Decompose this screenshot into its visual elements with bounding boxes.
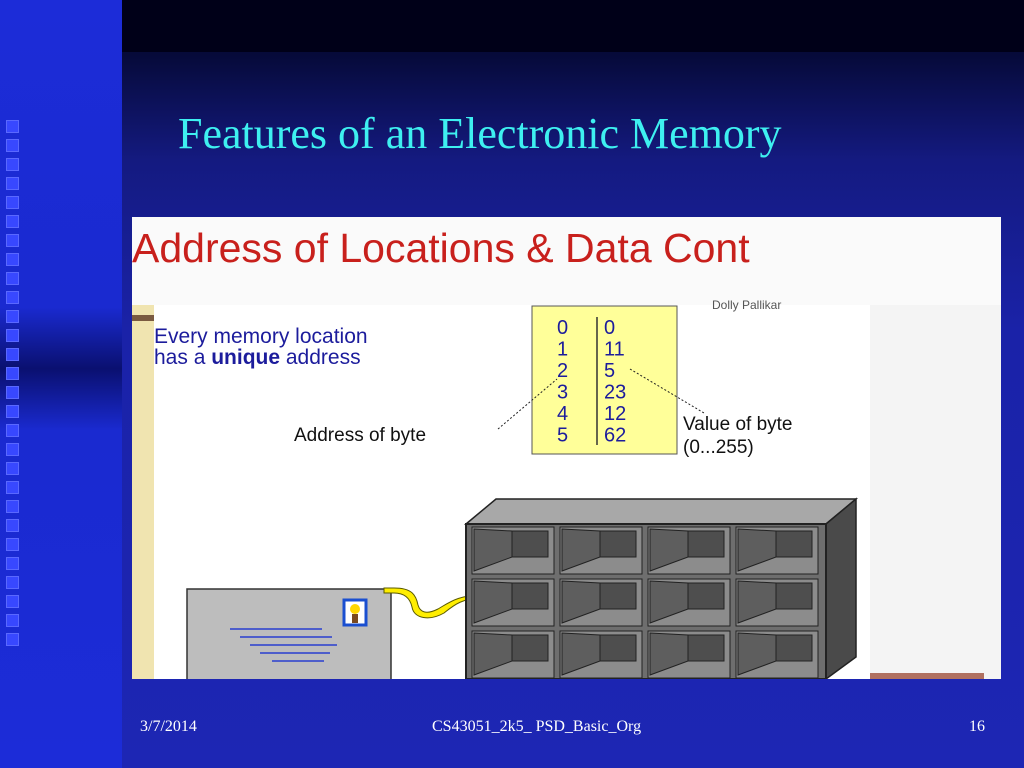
pigeon-hole-side [649,528,689,572]
decor-square [6,120,19,133]
pigeon-hole-back [599,582,637,610]
table-address: 5 [557,425,568,447]
decor-square [6,443,19,456]
decor-square [6,386,19,399]
pigeon-hole-side [561,580,601,624]
pigeon-hole-side [561,528,601,572]
figure-drawing: Dolly Pallikar Every memory location has… [132,298,1001,679]
pigeon-hole-side [649,580,689,624]
table-value: 11 [604,339,625,361]
decor-square [6,329,19,342]
table-address: 2 [557,360,568,382]
pigeon-hole-side [737,632,777,676]
pigeon-hole-back [687,582,725,610]
decor-square [6,519,19,532]
pigeon-hole-back [687,634,725,662]
footer-page-number: 16 [969,718,985,735]
decor-square [6,139,19,152]
memory-figure: Address of Locations & Data Cont Dolly P… [132,217,1001,679]
pigeon-hole-side [473,632,513,676]
table-address: 1 [557,339,568,361]
table-value: 23 [604,382,626,404]
caption-bold: unique [211,346,280,369]
cabinet-top [463,498,859,525]
footer-course: CS43051_2k5_ PSD_Basic_Org [432,718,642,735]
decor-square [6,291,19,304]
figure-header: Address of Locations & Data Cont [132,225,750,271]
decor-square [6,234,19,247]
decor-square [6,538,19,551]
decor-square [6,633,19,646]
value-label-line-1: Value of byte [683,414,793,435]
pigeon-hole-side [473,528,513,572]
decor-square [6,614,19,627]
table-address: 3 [557,382,568,404]
pigeon-hole-side [737,528,777,572]
cabinet-side [825,497,857,679]
table-address: 0 [557,317,568,339]
pigeon-hole-back [599,634,637,662]
decor-square [6,424,19,437]
pigeon-hole-back [687,530,725,558]
pigeon-hole-back [775,530,813,558]
table-address: 4 [557,403,568,425]
footer-date: 3/7/2014 [140,718,197,735]
table-value: 12 [604,403,626,425]
pigeon-hole-back [775,634,813,662]
decor-square [6,158,19,171]
decor-square [6,595,19,608]
right-band [870,305,1001,679]
stamp-tree-icon [352,614,358,623]
left-band-mark [132,315,154,321]
decor-square [6,576,19,589]
decor-square [6,177,19,190]
decor-square [6,481,19,494]
pigeon-hole-side [561,632,601,676]
value-label-line-2: (0...255) [683,437,754,458]
slide-title: Features of an Electronic Memory [178,109,782,158]
pigeon-hole-side [473,580,513,624]
pigeon-hole-back [511,582,549,610]
decor-square [6,196,19,209]
decor-square [6,215,19,228]
pigeon-hole-back [775,582,813,610]
pigeon-hole-back [511,634,549,662]
address-label: Address of byte [294,425,426,446]
table-value: 0 [604,317,615,339]
right-band-mark [870,673,984,679]
left-decor-stripe [0,0,122,768]
table-value: 62 [604,425,626,447]
left-band [132,305,154,679]
caption-suffix: address [280,346,361,369]
table-value: 5 [604,360,615,382]
pigeon-hole-back [511,530,549,558]
stamp-sun-icon [350,604,360,614]
decor-square [6,557,19,570]
pigeon-hole-side [649,632,689,676]
decor-square [6,462,19,475]
decor-square [6,367,19,380]
caption-prefix: has a [154,346,211,369]
cabinet-cells [471,526,819,679]
caption-line-2: has a unique address [154,346,361,369]
caption-line-1: Every memory location [154,325,368,348]
decor-square [6,405,19,418]
decor-square [6,500,19,513]
pigeon-hole-back [599,530,637,558]
top-band [122,0,1024,52]
decor-square [6,272,19,285]
decor-square [6,253,19,266]
address-pointer [497,378,558,430]
decor-square [6,348,19,361]
decor-square [6,310,19,323]
pigeon-hole-side [737,580,777,624]
cropped-note: Dolly Pallikar [712,298,781,312]
decor-squares [6,120,30,652]
